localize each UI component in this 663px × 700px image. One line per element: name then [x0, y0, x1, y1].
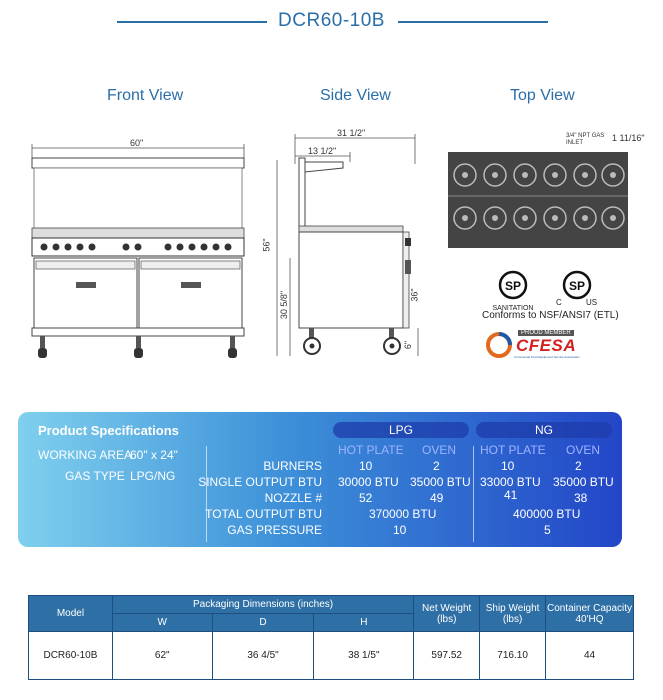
burners-lpg-hp: 10	[359, 459, 373, 473]
row-h: 38 1/5"	[313, 631, 415, 680]
working-area-label: WORKING AREA	[38, 448, 133, 462]
row-w: 62"	[111, 631, 213, 680]
top-view-drawing	[448, 152, 628, 248]
single-btu-lpg-ov: 35000 BTU	[410, 475, 471, 489]
col-w-header: W	[111, 613, 213, 632]
specs-heading: Product Specifications	[38, 423, 179, 438]
col-h-header: H	[313, 613, 415, 632]
ng-hotplate-sub: HOT PLATE	[480, 443, 546, 457]
side-view-drawing	[276, 134, 419, 356]
csa-us-text: US	[586, 298, 598, 307]
front-view-title: Front View	[107, 87, 184, 104]
col-d-header: D	[211, 613, 315, 632]
gas-type-label: GAS TYPE	[65, 469, 125, 483]
header-rule-right	[398, 21, 548, 23]
csa-sanitation-logo: SP SANITATION	[492, 270, 534, 312]
nozzle-lpg-hp: 52	[359, 491, 373, 505]
nozzle-ng-hp: 41	[504, 488, 518, 502]
single-btu-ng-ov: 35000 BTU	[553, 475, 614, 489]
col-net-header: Net Weight (lbs)	[413, 595, 481, 632]
cfesa-proud-text: PROUD MEMBER	[518, 330, 574, 336]
col-container-header: Container Capacity 40'HQ	[545, 595, 634, 632]
row-d: 36 4/5"	[211, 631, 315, 680]
nozzle-ng-ov: 38	[574, 491, 588, 505]
svg-text:SP: SP	[569, 279, 585, 293]
row-net: 597.52	[413, 631, 481, 680]
working-area-value: 60" x 24"	[130, 448, 178, 462]
total-btu-lpg: 370000 BTU	[369, 507, 437, 521]
row-model: DCR60-10B	[28, 631, 113, 680]
col-ship-header: Ship Weight (lbs)	[479, 595, 547, 632]
front-view-drawing	[31, 144, 245, 358]
leg-height-dim: 6"	[403, 340, 414, 350]
gas-pressure-ng: 5	[544, 523, 551, 537]
conforms-text: Conforms to NSF/ANSI7 (ETL)	[482, 310, 619, 321]
side-view-title: Side View	[320, 87, 391, 104]
page-title: DCR60-10B	[278, 10, 385, 31]
side-depth-dim: 31 1/2"	[337, 128, 366, 138]
product-specs-panel: Product Specifications WORKING AREA 60" …	[18, 412, 622, 547]
top-view-title: Top View	[510, 87, 575, 104]
single-btu-ng-hp: 33000 BTU	[480, 475, 541, 489]
gas-pressure-label: GAS PRESSURE	[227, 523, 322, 537]
cfesa-logo: PROUD MEMBER CFESA Commercial Food Equip…	[486, 330, 596, 360]
lpg-header: LPG	[333, 422, 469, 438]
gas-type-value: LPG/NG	[130, 469, 176, 483]
nozzle-lpg-ov: 49	[430, 491, 444, 505]
col-model-header: Model	[28, 595, 113, 632]
cfesa-sub-text: Commercial Food Equipment Service Associ…	[514, 355, 580, 359]
packaging-table: Model Packaging Dimensions (inches) Net …	[28, 595, 634, 680]
row-container: 44	[545, 631, 634, 680]
gas-pressure-lpg: 10	[393, 523, 407, 537]
total-btu-label: TOTAL OUTPUT BTU	[205, 507, 322, 521]
nozzle-label: NOZZLE #	[264, 491, 322, 505]
col-pack-header: Packaging Dimensions (inches)	[111, 595, 415, 614]
height-lower-dim: 30 5/8"	[279, 290, 290, 320]
height-work-dim: 36"	[409, 288, 420, 302]
csa-c-us-logo: SP C US	[552, 270, 602, 310]
single-btu-lpg-hp: 30000 BTU	[338, 475, 399, 489]
cfesa-name-text: CFESA	[516, 336, 577, 355]
front-width-dim: 60"	[130, 138, 144, 148]
height-total-dim: 56"	[261, 238, 272, 252]
burners-lpg-ov: 2	[433, 459, 440, 473]
lpg-hotplate-sub: HOT PLATE	[338, 443, 404, 457]
burners-ng-hp: 10	[501, 459, 515, 473]
side-depth-partial-dim: 13 1/2"	[308, 146, 337, 156]
svg-text:SP: SP	[505, 279, 521, 293]
total-btu-ng: 400000 BTU	[513, 507, 581, 521]
gas-inlet-note: 3/4" NPT GAS INLET	[566, 133, 605, 146]
gas-inlet-offset-dim: 1 11/16"	[612, 133, 645, 143]
burners-label: BURNERS	[263, 459, 322, 473]
lpg-oven-sub: OVEN	[422, 443, 457, 457]
csa-c-text: C	[556, 298, 562, 307]
table-row: DCR60-10B 62" 36 4/5" 38 1/5" 597.52 716…	[28, 631, 634, 680]
ng-oven-sub: OVEN	[566, 443, 601, 457]
header-rule-left	[117, 21, 267, 23]
specs-divider-mid	[473, 446, 474, 542]
single-btu-label: SINGLE OUTPUT BTU	[198, 475, 322, 489]
row-ship: 716.10	[479, 631, 547, 680]
csa-sanitation-text: SANITATION	[492, 305, 534, 312]
ng-header: NG	[476, 422, 612, 438]
burners-ng-ov: 2	[575, 459, 582, 473]
specs-divider-left	[206, 446, 207, 542]
